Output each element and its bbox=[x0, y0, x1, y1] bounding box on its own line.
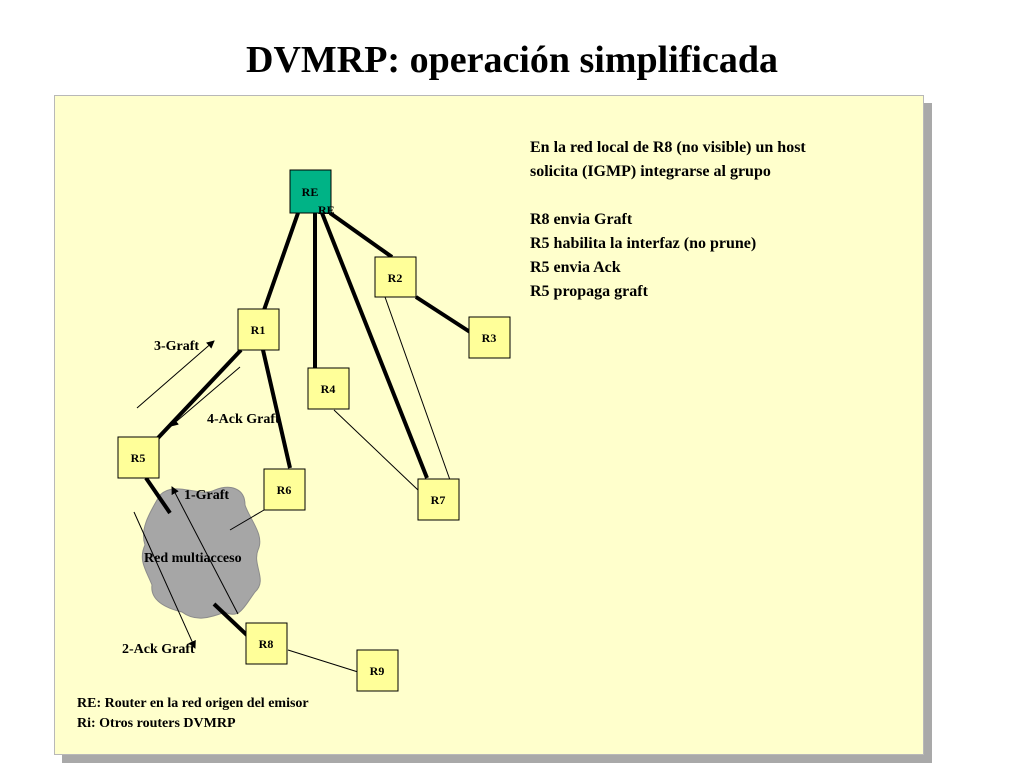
link-re-r2 bbox=[328, 211, 394, 259]
ack-4-arrow bbox=[170, 366, 241, 427]
router-r2-label: R2 bbox=[388, 271, 403, 285]
router-re-label: RE bbox=[302, 185, 319, 199]
link-r5-cloud bbox=[144, 476, 172, 515]
router-re-overlap-label: RE bbox=[318, 203, 335, 217]
graft-3-label: 3-Graft bbox=[154, 339, 199, 354]
link-r1-r6 bbox=[261, 349, 292, 469]
description-text: En la red local de R8 (no visible) un ho… bbox=[530, 136, 806, 304]
link-r6-cloud bbox=[229, 509, 265, 531]
router-r2 bbox=[374, 256, 417, 298]
legend-line-ri: Ri: Otros routers DVMRP bbox=[77, 716, 236, 731]
description-line-5: R5 habilita la interfaz (no prune) bbox=[530, 235, 757, 252]
router-r9 bbox=[356, 649, 399, 692]
router-r1 bbox=[237, 308, 280, 351]
graft-3-arrow bbox=[136, 340, 215, 409]
router-r9-label: R9 bbox=[370, 664, 385, 678]
routers: RE R1 R2 R3 R4 R5 R6 R7 R8 R9 RE bbox=[117, 169, 511, 692]
link-r4-r7 bbox=[333, 409, 419, 491]
link-r2-r3 bbox=[414, 295, 472, 334]
router-r3 bbox=[468, 316, 511, 359]
link-r8-r9 bbox=[287, 649, 359, 673]
link-re-r7 bbox=[320, 212, 429, 479]
description-line-2: solicita (IGMP) integrarse al grupo bbox=[530, 163, 771, 180]
slide-title: DVMRP: operación simplificada bbox=[246, 39, 778, 81]
router-r5-label: R5 bbox=[131, 451, 146, 465]
router-r8-label: R8 bbox=[259, 637, 274, 651]
legend: RE: Router en la red origen del emisor R… bbox=[77, 694, 309, 734]
description-line-4: R8 envia Graft bbox=[530, 211, 633, 228]
ack-4-label: 4-Ack Graft bbox=[207, 412, 280, 427]
link-r2-r7 bbox=[384, 296, 451, 481]
router-r6-label: R6 bbox=[277, 483, 292, 497]
router-re bbox=[289, 169, 332, 214]
router-r4-label: R4 bbox=[321, 382, 336, 396]
router-r6 bbox=[263, 468, 306, 511]
ack-2-arrow bbox=[133, 511, 196, 649]
thin-links bbox=[229, 296, 451, 673]
link-re-r1 bbox=[262, 212, 300, 311]
tree-links bbox=[144, 211, 472, 640]
router-r3-label: R3 bbox=[482, 331, 497, 345]
router-r5 bbox=[117, 436, 160, 479]
diagram-panel bbox=[54, 95, 924, 755]
router-r8 bbox=[245, 622, 288, 665]
router-r7-label: R7 bbox=[431, 493, 446, 507]
message-arrows bbox=[133, 340, 241, 649]
ack-2-label: 2-Ack Graft bbox=[122, 642, 195, 657]
graft-1-label: 1-Graft bbox=[184, 488, 229, 503]
link-cloud-r8 bbox=[212, 602, 252, 640]
description-spacer bbox=[530, 184, 806, 208]
legend-line-re: RE: Router en la red origen del emisor bbox=[77, 696, 309, 711]
description-line-1: En la red local de R8 (no visible) un ho… bbox=[530, 139, 806, 156]
router-r4 bbox=[307, 367, 350, 410]
description-line-7: R5 propaga graft bbox=[530, 283, 648, 300]
message-labels: 3-Graft 4-Ack Graft 1-Graft 2-Ack Graft … bbox=[122, 339, 280, 657]
cloud-label: Red multiacceso bbox=[144, 551, 242, 566]
router-r7 bbox=[417, 478, 460, 521]
router-r1-label: R1 bbox=[251, 323, 266, 337]
multiaccess-cloud bbox=[141, 486, 261, 619]
description-line-6: R5 envia Ack bbox=[530, 259, 621, 276]
graft-1-arrow bbox=[171, 486, 239, 615]
